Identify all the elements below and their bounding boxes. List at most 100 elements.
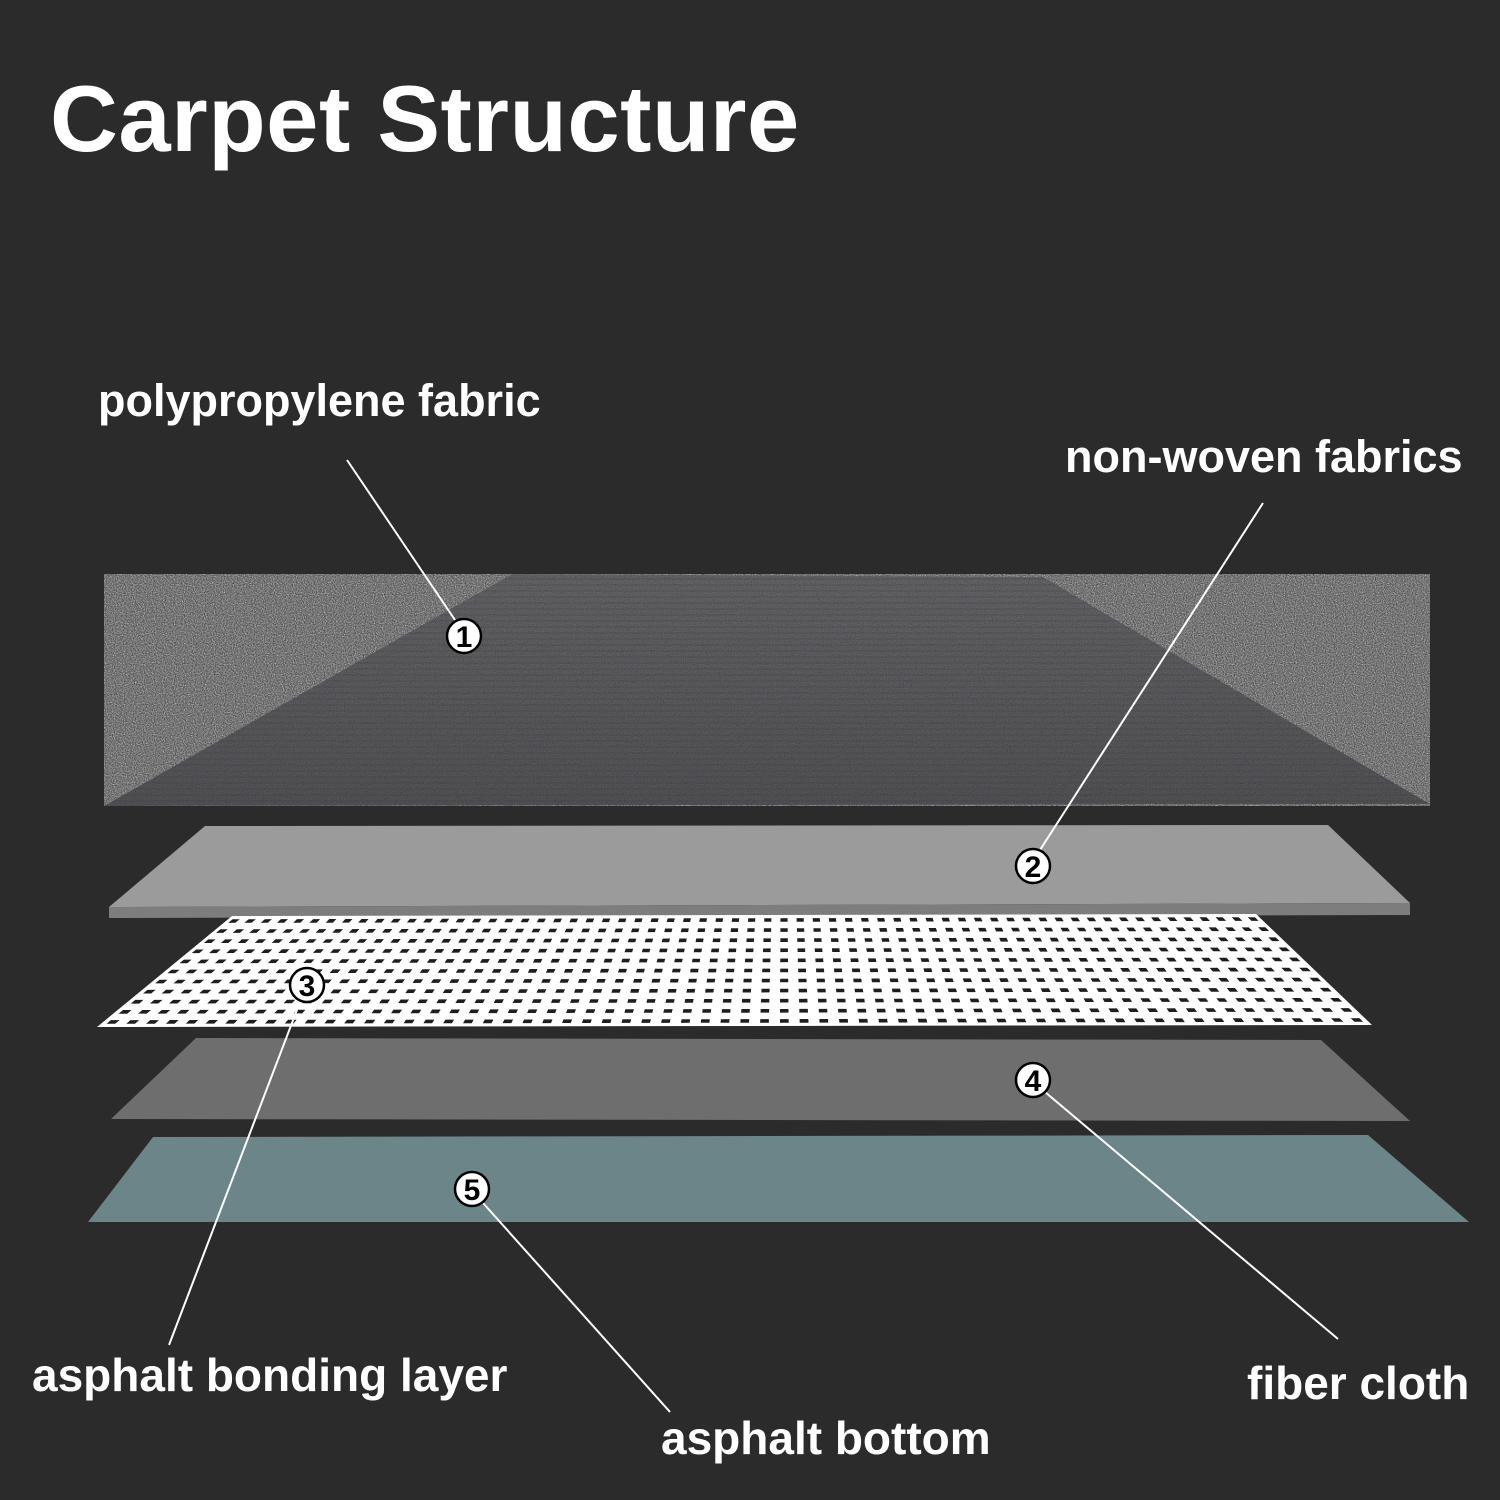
mesh-hole [228,979,241,984]
mesh-hole [1178,998,1190,1002]
mesh-hole [944,978,954,983]
mesh-hole [1096,988,1107,992]
mesh-hole [324,1019,336,1024]
mesh-hole [861,918,869,922]
mesh-hole [678,938,687,943]
mesh-hole [537,948,548,953]
mesh-hole [430,979,442,983]
mesh-hole [313,1009,325,1014]
mesh-hole [961,927,971,932]
mesh-hole [931,938,941,942]
leader-line-5 [482,1202,671,1413]
label-fiber-cloth: fiber cloth [1247,1357,1470,1409]
mesh-hole [203,939,216,943]
mesh-hole [581,1019,592,1023]
mesh-hole [493,999,504,1003]
mesh-hole [228,919,240,923]
mesh-hole [965,938,975,942]
mesh-hole [1055,947,1065,952]
mesh-hole [215,1009,229,1014]
mesh-hole [830,938,839,942]
mesh-hole [566,1009,576,1013]
mesh-hole [1218,957,1230,962]
mesh-hole [225,1019,238,1024]
mesh-hole [835,988,845,993]
mesh-hole [1135,917,1145,922]
mesh-hole [522,1019,533,1024]
mesh-hole [1291,977,1303,982]
mesh-hole [636,968,645,973]
mesh-hole [1031,1008,1042,1013]
mesh-hole [344,1019,356,1024]
mesh-hole [720,1019,730,1023]
mesh-hole [555,948,565,953]
mesh-hole [352,1009,364,1014]
mesh-hole [950,998,961,1003]
mesh-hole [576,938,586,943]
mesh-hole [871,978,881,983]
mesh-hole [1134,1018,1146,1023]
mesh-hole [667,989,677,993]
mesh-hole [1197,998,1209,1002]
mesh-hole [1271,1018,1284,1022]
mesh-hole [691,958,701,963]
layer-fiber-cloth [111,1038,1410,1121]
mesh-hole [203,969,216,974]
mesh-hole [729,938,738,943]
mesh-hole [188,999,201,1004]
mesh-hole [1159,927,1170,932]
mesh-hole [1175,947,1187,952]
mesh-hole [585,1009,596,1013]
mesh-hole [676,948,685,953]
mesh-hole [356,959,367,963]
mesh-hole [264,999,277,1004]
mesh-hole [550,999,561,1003]
mesh-hole [1183,917,1194,921]
mesh-hole [798,978,807,983]
mesh-hole [214,959,227,964]
mesh-hole [254,939,267,943]
mesh-hole [1247,917,1259,921]
mesh-hole [1244,947,1256,952]
leader-line-3 [168,1001,301,1346]
mesh-hole [959,968,969,972]
mesh-hole [274,1009,287,1014]
mesh-hole [1192,927,1203,932]
mesh-hole [1273,998,1285,1002]
mesh-hole [118,1010,132,1014]
mesh-hole [923,968,933,972]
mesh-hole [367,989,379,994]
mesh-hole [624,1009,634,1013]
mesh-hole [1227,947,1238,952]
mesh-hole [1192,947,1204,952]
mesh-hole [799,1019,809,1023]
mesh-hole [934,1008,945,1013]
mesh-hole [479,959,490,963]
mesh-hole [386,989,398,994]
mesh-hole [1066,937,1076,942]
mesh-hole [348,929,360,933]
mesh-hole [797,958,806,963]
mesh-hole [633,978,643,983]
mesh-hole [1060,958,1071,962]
mesh-hole [837,998,846,1003]
mesh-hole [143,989,156,994]
mesh-hole [869,968,879,973]
marker-number-1: 1 [456,621,473,654]
mesh-hole [680,1019,691,1023]
mesh-hole [543,938,553,943]
mesh-hole [1208,988,1220,992]
mesh-hole [986,948,996,952]
mesh-hole [375,979,387,983]
mesh-hole [1216,998,1228,1002]
mesh-hole [1340,1008,1353,1012]
mesh-hole [455,999,466,1003]
mesh-hole [780,928,788,932]
mesh-hole [978,927,987,932]
mesh-hole [712,938,721,943]
mesh-hole [1271,957,1283,962]
mesh-hole [853,978,862,983]
mesh-hole [1086,917,1097,922]
mesh-hole [237,939,250,943]
mesh-hole [305,939,317,943]
